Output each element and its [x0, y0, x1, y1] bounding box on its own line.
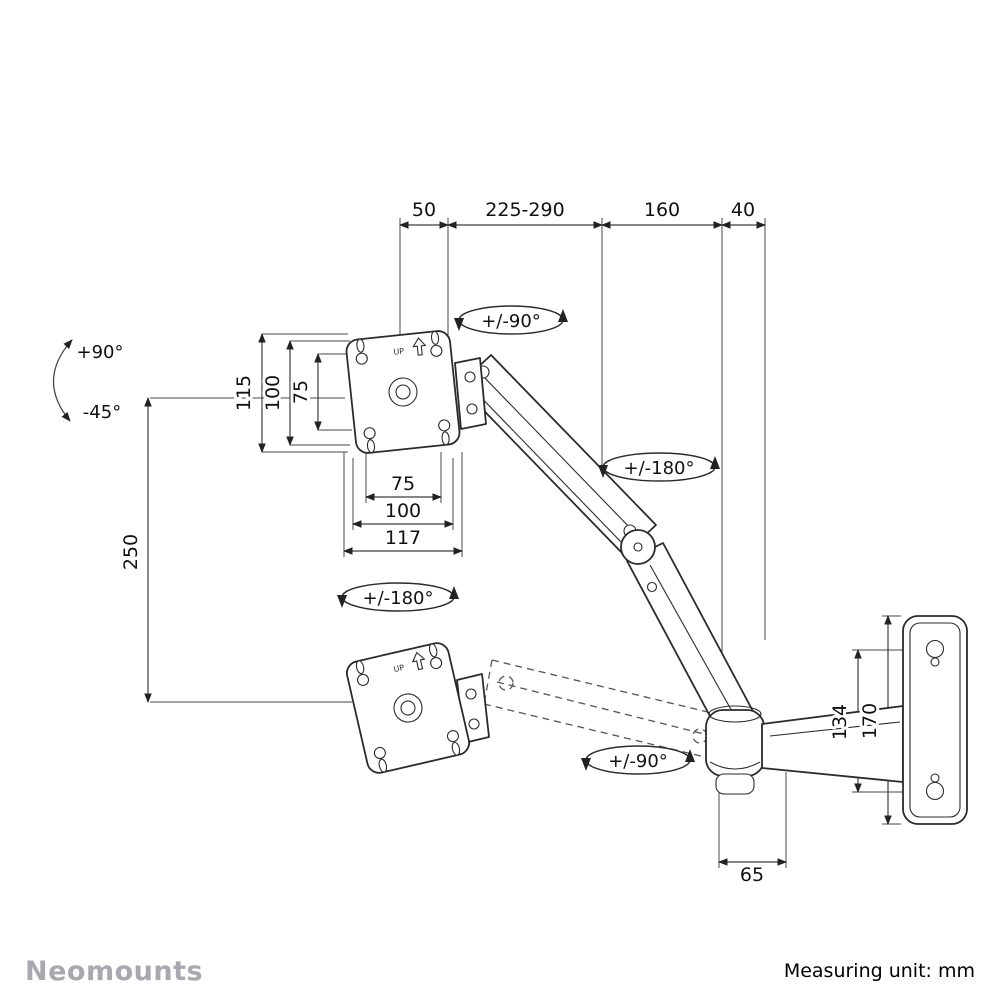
dim-label-250: 250: [120, 534, 142, 570]
vesa-rotation-indicator: +/-180°: [337, 582, 459, 612]
rotation-indicators: +/-90° +/-180° +/-180° +/-90° +90° -45°: [74, 305, 720, 775]
vesa-plate-lower: UP: [343, 639, 473, 777]
measuring-unit-label: Measuring unit: mm: [784, 960, 975, 982]
tilt-indicator: +90° -45°: [74, 339, 127, 426]
wall-screw-hole-bottom: [925, 781, 945, 801]
wall-swivel-joint: [705, 705, 765, 795]
vesa-rotation-label: +/-180°: [363, 588, 434, 609]
dim-label-115: 115: [233, 375, 255, 411]
arm-swivel-label: +/-180°: [624, 458, 695, 479]
dim-label-50: 50: [412, 199, 436, 221]
tilt-down-label: -45°: [83, 402, 121, 423]
dim-label-75v: 75: [290, 380, 312, 404]
dim-label-160: 160: [644, 199, 680, 221]
dim-label-65: 65: [740, 864, 764, 886]
dim-label-225-290: 225-290: [485, 199, 564, 221]
head-swivel-label: +/-90°: [481, 311, 541, 332]
dim-label-134: 134: [829, 704, 851, 740]
footer: Neomounts Measuring unit: mm: [25, 956, 975, 987]
head-swivel-indicator: +/-90°: [454, 305, 568, 335]
vesa-plate-upper: UP: [344, 328, 462, 456]
up-label-lower: UP: [393, 663, 406, 674]
wall-swivel-label: +/-90°: [608, 751, 668, 772]
monitor-head-upper: [454, 357, 487, 430]
wall-screw-hole-top: [925, 639, 945, 659]
dim-label-40: 40: [731, 199, 755, 221]
tilt-arrow-arc: [52, 339, 73, 422]
dim-label-100v: 100: [262, 375, 284, 411]
wall-mount-drawing: UP: [343, 328, 968, 825]
elbow-joint: [620, 529, 656, 565]
dim-label-170: 170: [859, 703, 881, 739]
arm-swivel-indicator: +/-180°: [598, 452, 720, 482]
wall-plate: [902, 615, 968, 825]
tilt-up-label: +90°: [77, 342, 124, 363]
dim-label-75h: 75: [391, 473, 415, 495]
dim-label-117: 117: [385, 527, 421, 549]
dimension-labels: 50 225-290 160 40 115 100 75 250 75 100 …: [117, 196, 884, 889]
lower-arm-segment: [626, 542, 756, 734]
brand-logo: Neomounts: [25, 956, 203, 987]
up-label-upper: UP: [393, 347, 405, 357]
wall-swivel-indicator: +/-90°: [581, 745, 695, 775]
ghost-arm-lowered: [483, 659, 717, 759]
dim-label-100h: 100: [385, 500, 421, 522]
